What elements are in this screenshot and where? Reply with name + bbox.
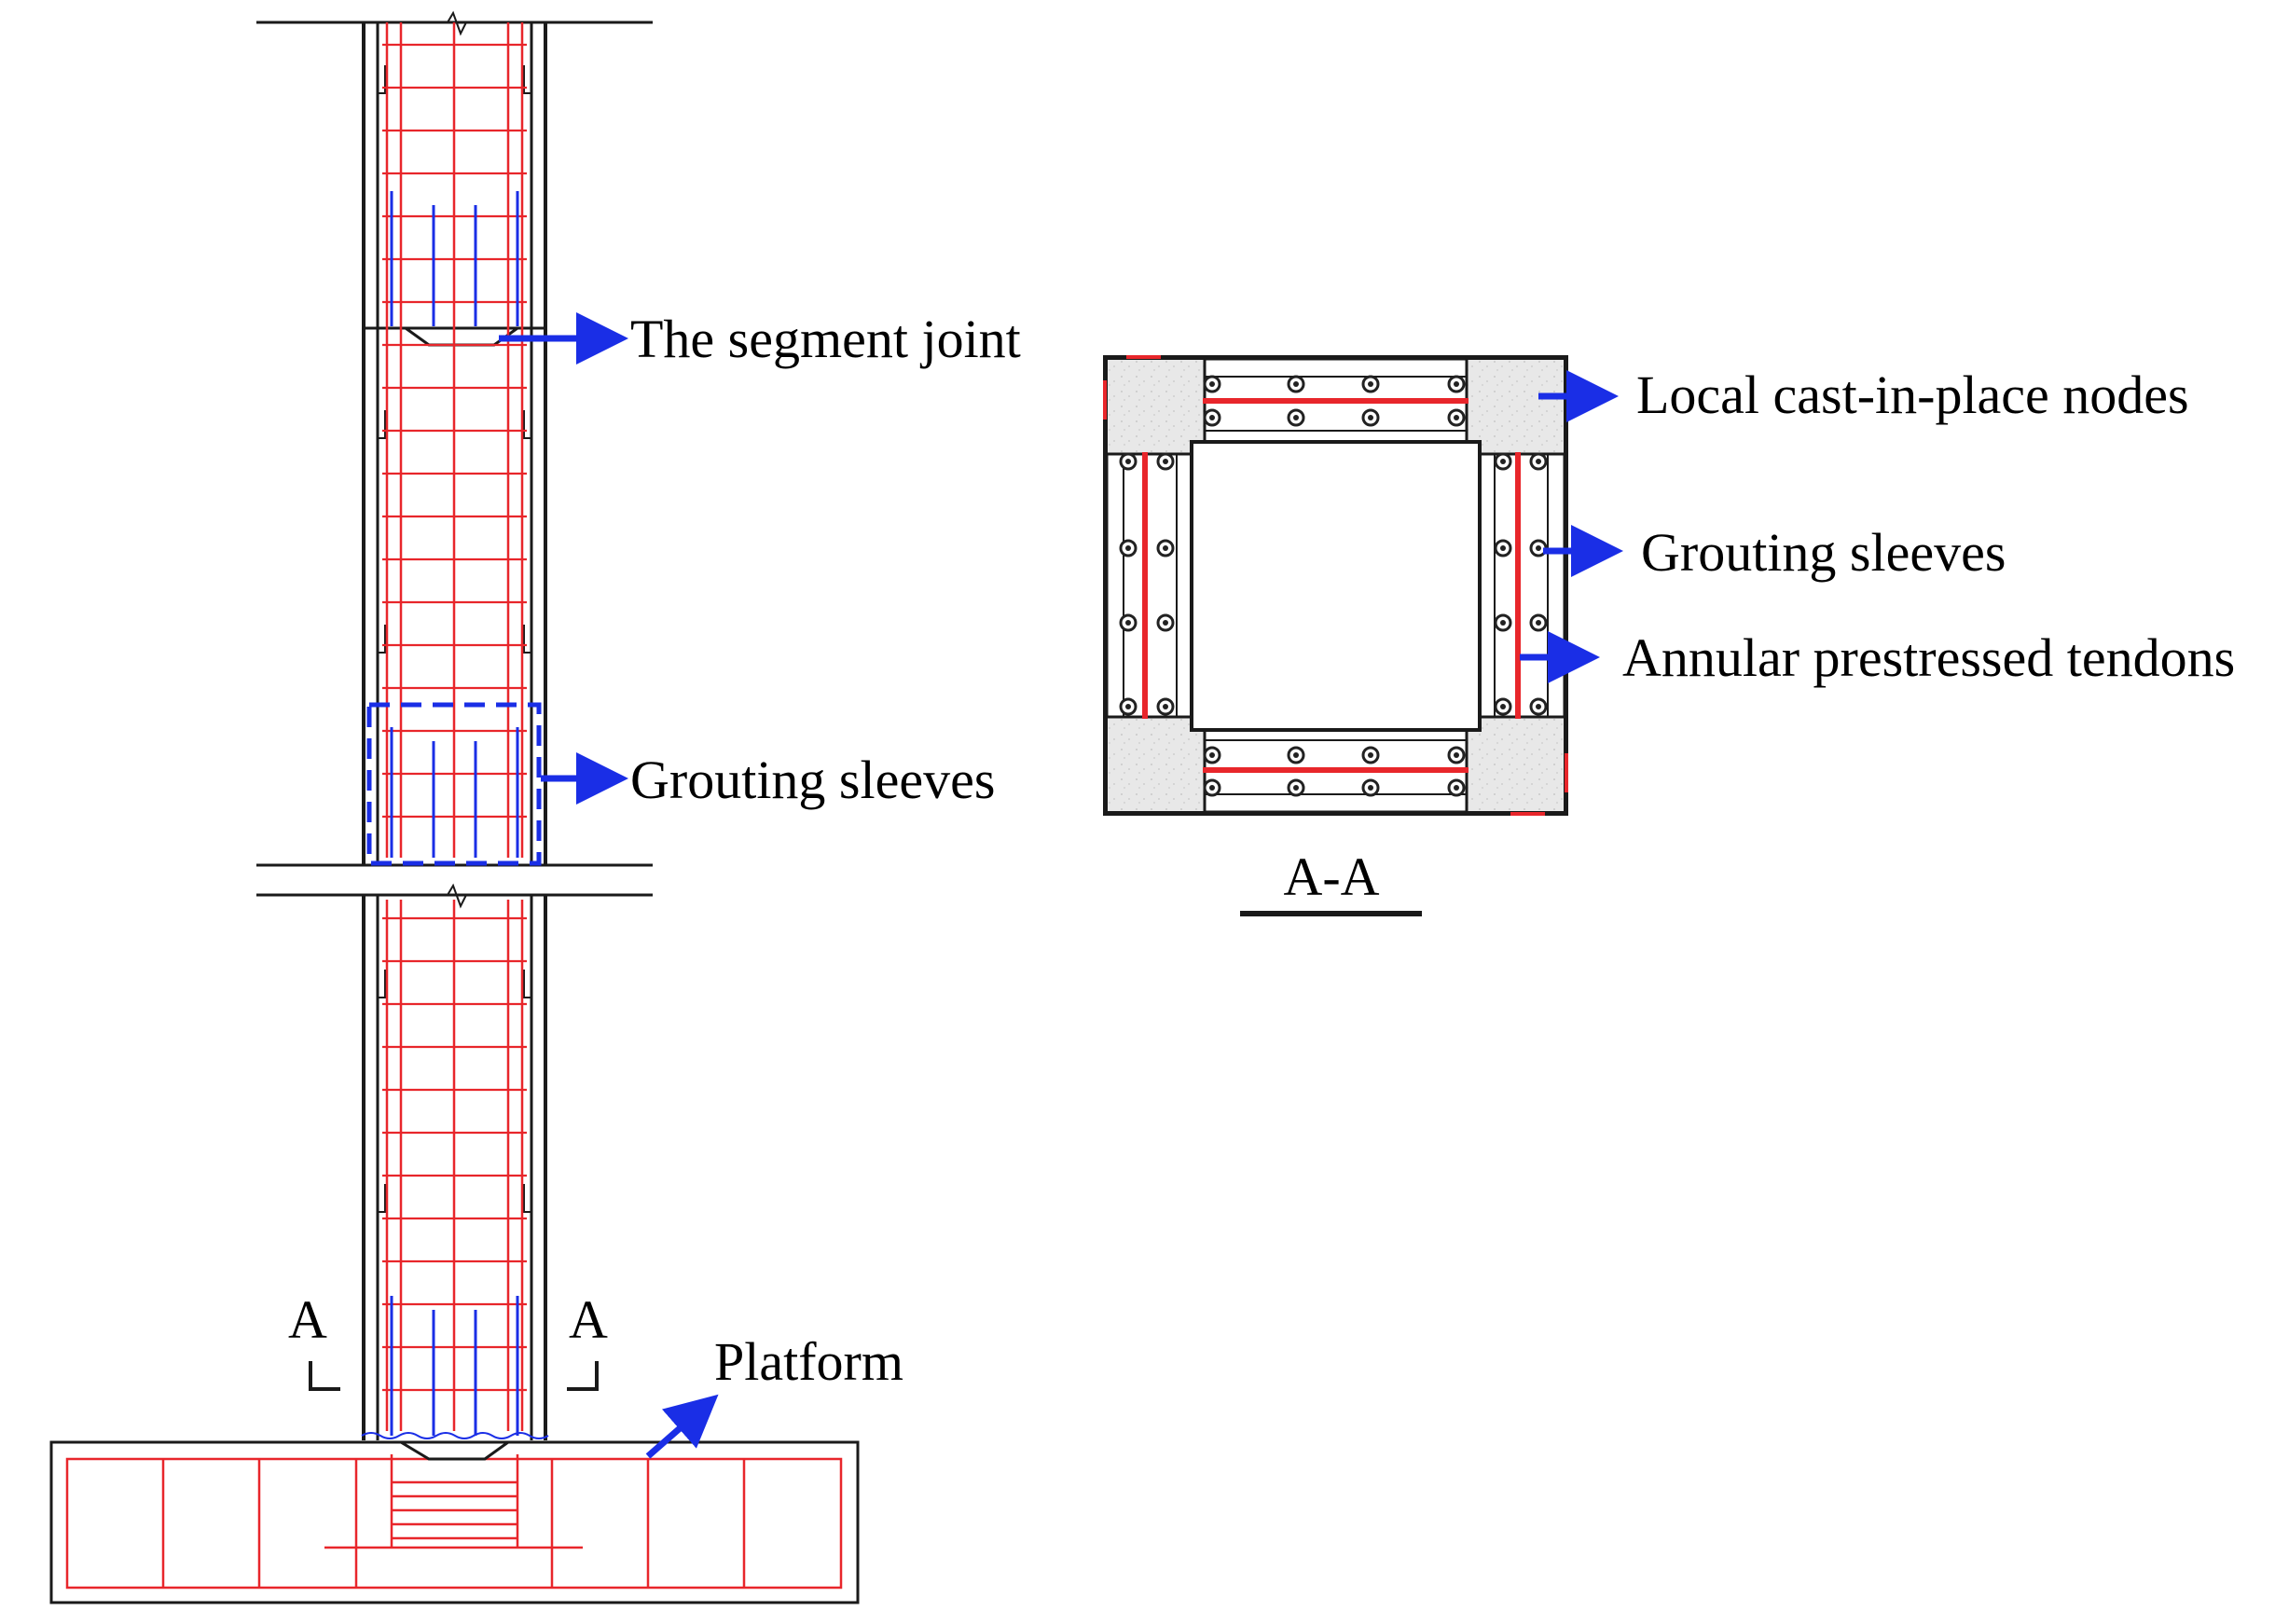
grouting-sleeve-bolt-core bbox=[1163, 459, 1168, 464]
grouting-sleeve-bolt-core bbox=[1163, 545, 1168, 551]
grouting-sleeve-bolt-core bbox=[1293, 752, 1299, 758]
grouting-sleeve-bolt-core bbox=[1454, 785, 1459, 791]
cast-in-place-nodes-label: Local cast-in-place nodes bbox=[1636, 365, 2189, 425]
grouting-sleeve-bolt-core bbox=[1454, 381, 1459, 387]
grouting-sleeve-bolt-core bbox=[1125, 704, 1131, 709]
grouting-sleeve-bolt-core bbox=[1209, 381, 1215, 387]
platform-footing bbox=[49, 1440, 860, 1604]
grouting-sleeve-highlight-box bbox=[366, 702, 542, 866]
grouting-sleeves-label-right: Grouting sleeves bbox=[1641, 522, 2006, 583]
grouting-sleeve-bolt-core bbox=[1125, 459, 1131, 464]
segment-joint-label: The segment joint bbox=[630, 309, 1021, 369]
grouting-sleeve-bolt-core bbox=[1163, 704, 1168, 709]
grouting-sleeve-bolt-core bbox=[1293, 785, 1299, 791]
cast-in-place-node bbox=[1106, 716, 1206, 813]
grouting-sleeve-bolt-core bbox=[1368, 381, 1373, 387]
grouting-sleeve-bolt-core bbox=[1500, 704, 1506, 709]
grouting-sleeve-bolt-core bbox=[1500, 459, 1506, 464]
grouting-sleeve-bolt-core bbox=[1209, 785, 1215, 791]
grouting-sleeve-bolt-core bbox=[1368, 752, 1373, 758]
section-a-a-drawing bbox=[1103, 355, 1568, 816]
grouting-sleeve-bolt-core bbox=[1293, 381, 1299, 387]
section-mark-right: A bbox=[569, 1289, 608, 1350]
grouting-sleeve-bolt-core bbox=[1536, 545, 1541, 551]
grouting-sleeve-bolt-core bbox=[1454, 752, 1459, 758]
grouting-sleeve-bolt-core bbox=[1368, 785, 1373, 791]
platform-label: Platform bbox=[714, 1331, 903, 1392]
grouting-sleeve-bolt-core bbox=[1536, 459, 1541, 464]
section-cut-mark-left bbox=[309, 1361, 340, 1391]
section-mark-left: A bbox=[288, 1289, 327, 1350]
grouting-sleeve-bolt-core bbox=[1209, 752, 1215, 758]
grouting-sleeve-bolt-core bbox=[1125, 620, 1131, 626]
grouting-sleeve-bolt-core bbox=[1209, 415, 1215, 420]
grouting-sleeve-bolt-core bbox=[1536, 620, 1541, 626]
cast-in-place-node bbox=[1466, 358, 1565, 455]
grouting-sleeves-label-left: Grouting sleeves bbox=[630, 750, 995, 810]
grouting-sleeve-bolt-core bbox=[1454, 415, 1459, 420]
grouting-sleeve-bolt-core bbox=[1500, 545, 1506, 551]
grouting-sleeve-bolt-core bbox=[1500, 620, 1506, 626]
cast-in-place-node bbox=[1106, 358, 1206, 455]
section-cut-mark-right bbox=[567, 1361, 599, 1391]
grouting-sleeve-bolt-core bbox=[1368, 415, 1373, 420]
column-elevation bbox=[49, 10, 860, 1604]
grouting-sleeve-bolt-core bbox=[1125, 545, 1131, 551]
grouting-sleeve-bolt-core bbox=[1536, 704, 1541, 709]
section-title: A-A bbox=[1283, 846, 1379, 907]
grouting-sleeve-bolt-core bbox=[1163, 620, 1168, 626]
grouting-sleeve-bolt-core bbox=[1293, 415, 1299, 420]
annular-tendons-label: Annular prestressed tendons bbox=[1622, 627, 2235, 688]
platform-arrow bbox=[645, 1394, 719, 1459]
